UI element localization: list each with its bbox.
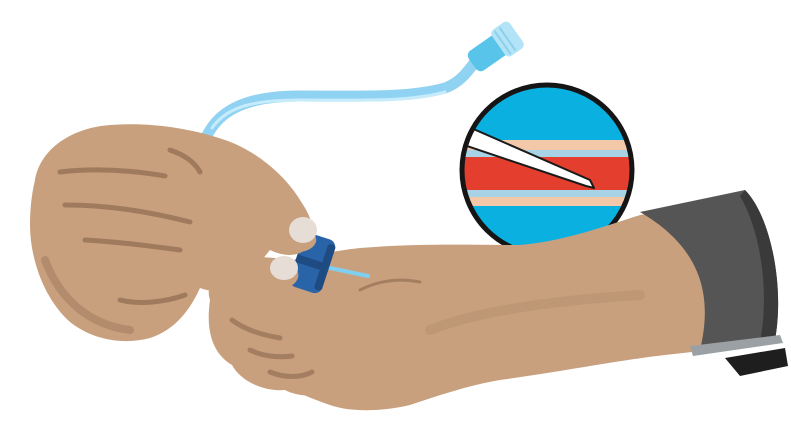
inset-membrane-lower	[455, 190, 645, 197]
cuff-fold	[725, 348, 788, 376]
thumb-nail	[270, 256, 298, 280]
index-fingernail	[289, 217, 317, 243]
inset-tissue-lower	[455, 197, 645, 206]
